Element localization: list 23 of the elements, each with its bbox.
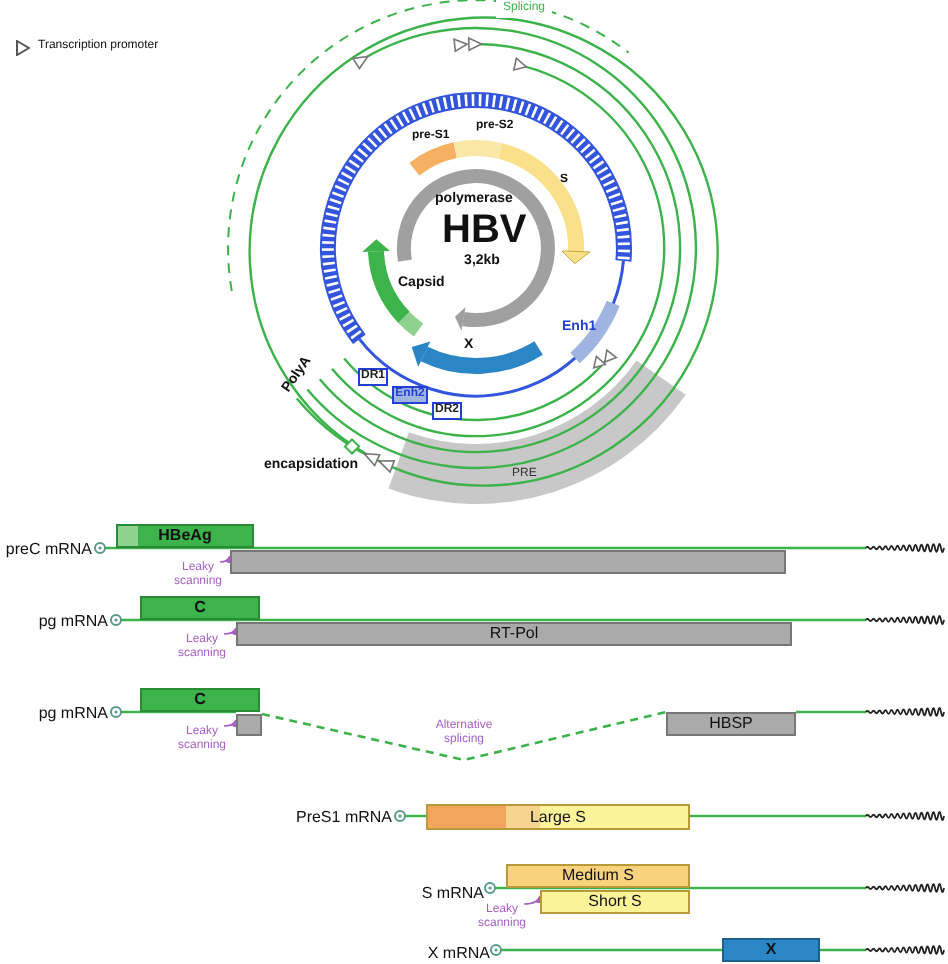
arrow [523,895,541,905]
label-text: preC mRNA [3,538,92,562]
protein-bar: C [140,688,260,712]
label-text: pg mRNA [36,702,108,726]
protein-bar: Medium S [506,864,690,888]
protein-bar: HBSP [666,712,796,736]
splice-line [261,710,667,762]
arrow [223,719,237,728]
protein-bar: Large S [426,804,690,830]
protein-bar [236,714,262,736]
protein-bar: C [140,596,260,620]
label-text: X mRNA [425,942,490,964]
protein-bar: RT-Pol [236,622,792,646]
label-text: PreS1 mRNA [293,806,392,830]
protein-bar [230,550,786,574]
arrow [223,627,237,636]
label-text: HBV [442,208,522,252]
label-text: S mRNA [419,882,484,906]
protein-bar: X [722,938,820,962]
protein-bar: Short S [540,890,690,914]
label-text: pg mRNA [36,610,108,634]
arrow [219,555,231,564]
protein-bar: HBeAg [116,524,254,548]
